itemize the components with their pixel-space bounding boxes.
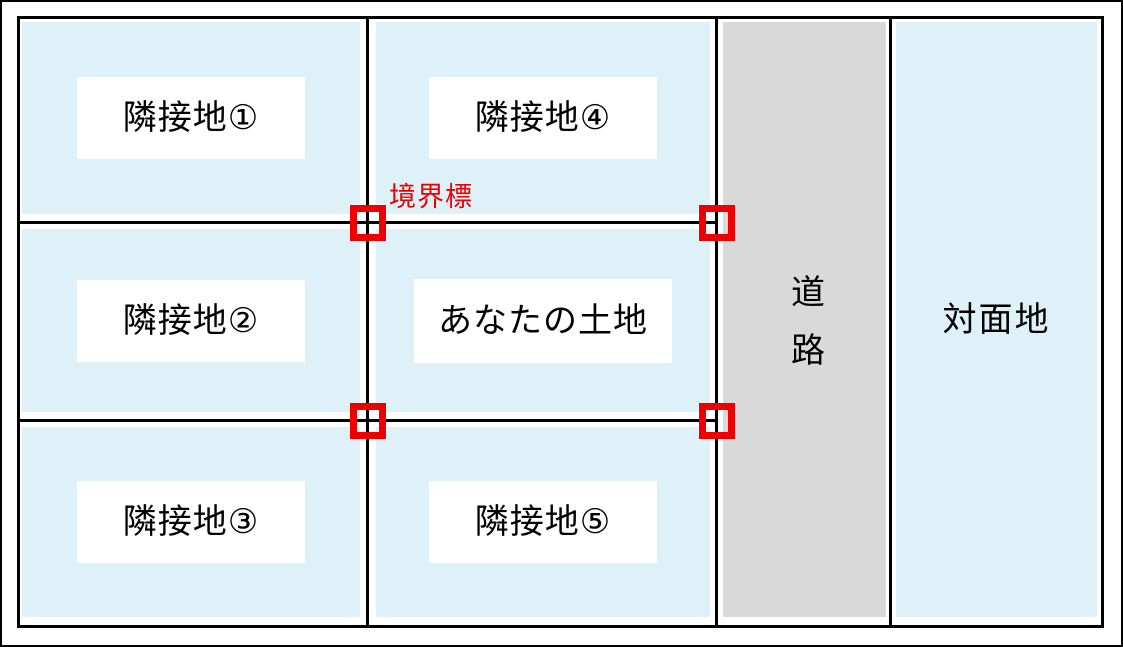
divider-row-2-3	[17, 419, 718, 422]
boundary-marker-label: 境界標	[389, 182, 473, 212]
boundary-marker-top-right	[699, 205, 735, 241]
parcel-adjacent-2: 隣接地②	[22, 229, 360, 412]
parcel-label-adjacent-5: 隣接地⑤	[428, 481, 658, 563]
parcel-opposite: 対面地	[896, 22, 1097, 617]
divider-left-middle	[366, 16, 369, 628]
divider-road-left-edge	[715, 16, 718, 628]
parcel-label-adjacent-3: 隣接地③	[76, 481, 306, 563]
parcel-adjacent-5: 隣接地⑤	[376, 427, 710, 617]
parcel-label-opposite: 対面地	[942, 300, 1051, 339]
parcel-adjacent-4: 隣接地④	[376, 22, 710, 214]
road-strip: 道路	[723, 22, 886, 617]
parcel-label-your-land: あなたの土地	[414, 278, 672, 363]
divider-row-1-2	[17, 221, 718, 224]
parcel-your-land: あなたの土地	[376, 229, 710, 412]
parcel-adjacent-3: 隣接地③	[22, 427, 360, 617]
divider-road-right-edge	[889, 16, 892, 628]
boundary-marker-bottom-left	[350, 403, 386, 439]
parcel-label-adjacent-2: 隣接地②	[76, 279, 306, 362]
boundary-marker-bottom-right	[699, 403, 735, 439]
road-label: 道路	[785, 273, 824, 390]
parcel-adjacent-1: 隣接地①	[22, 22, 360, 214]
parcel-label-adjacent-4: 隣接地④	[428, 77, 658, 159]
boundary-marker-top-left	[350, 205, 386, 241]
parcel-label-adjacent-1: 隣接地①	[76, 77, 306, 159]
